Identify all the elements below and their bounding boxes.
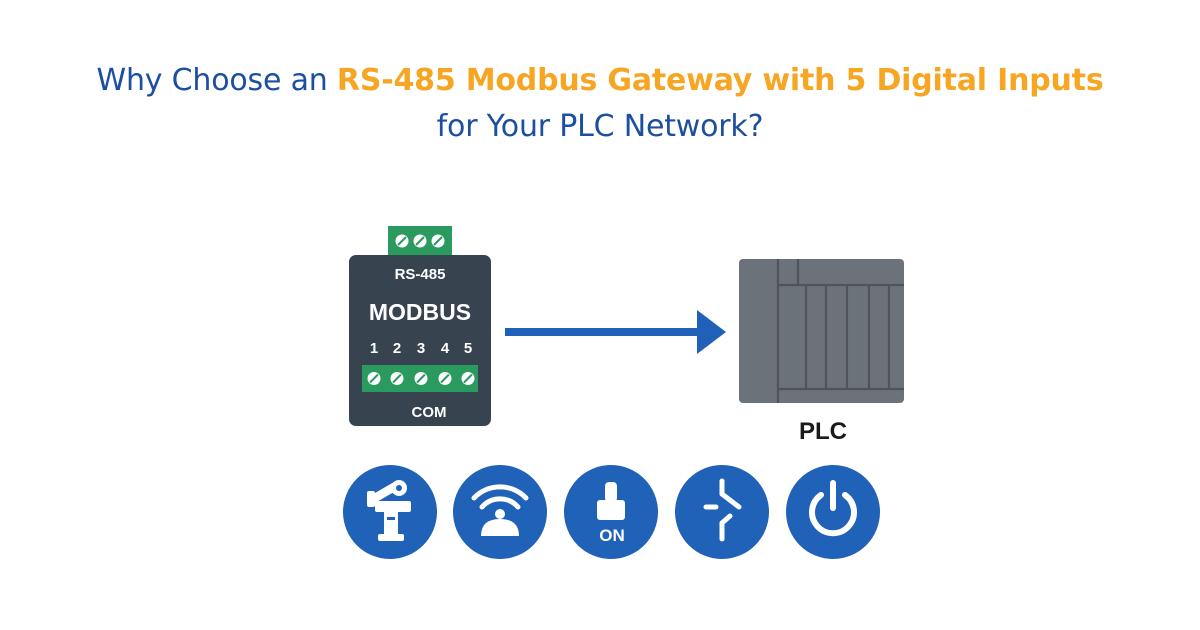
screw-icon bbox=[395, 234, 409, 248]
rs485-label: RS-485 bbox=[395, 266, 446, 283]
arrow-head-icon bbox=[697, 310, 726, 354]
input-device-icons: ON bbox=[343, 465, 880, 559]
input-number: 3 bbox=[417, 340, 425, 357]
power-button-icon bbox=[786, 465, 880, 559]
screw-icon bbox=[461, 372, 475, 385]
input-number: 5 bbox=[464, 340, 472, 357]
input-numbers: 1 2 3 4 5 bbox=[370, 340, 472, 357]
modbus-label: MODBUS bbox=[369, 299, 471, 325]
toggle-switch-on-icon: ON bbox=[564, 465, 658, 559]
signal-arrow bbox=[505, 310, 726, 354]
screw-icon bbox=[413, 234, 427, 248]
title-line-2: for Your PLC Network? bbox=[436, 109, 764, 144]
screw-icon bbox=[438, 372, 452, 385]
title-line-1: Why Choose an RS-485 Modbus Gateway with… bbox=[0, 58, 1200, 104]
plc-body bbox=[739, 259, 904, 403]
modbus-gateway: RS-485 MODBUS 1 2 3 4 5 COM bbox=[349, 226, 491, 426]
page-title: Why Choose an RS-485 Modbus Gateway with… bbox=[0, 58, 1200, 150]
plc-module-lines bbox=[776, 259, 904, 403]
contact-switch-icon bbox=[675, 465, 769, 559]
rs485-terminal-screws bbox=[395, 234, 445, 248]
input-number: 2 bbox=[393, 340, 401, 357]
title-plain-text: Why Choose an bbox=[96, 63, 337, 98]
input-number: 1 bbox=[370, 340, 378, 357]
toggle-on-label: ON bbox=[599, 526, 625, 545]
screw-icon bbox=[431, 234, 445, 248]
plc-unit: PLC bbox=[739, 259, 904, 445]
title-accent-text: RS-485 Modbus Gateway with 5 Digital Inp… bbox=[336, 63, 1104, 98]
com-label: COM bbox=[412, 404, 447, 421]
screw-icon bbox=[367, 372, 381, 385]
plc-label: PLC bbox=[799, 418, 847, 445]
proximity-sensor-icon bbox=[453, 465, 547, 559]
input-terminal-screws bbox=[367, 372, 475, 385]
input-number: 4 bbox=[441, 340, 450, 357]
screw-icon bbox=[414, 372, 428, 385]
limit-switch-icon bbox=[343, 465, 437, 559]
screw-icon bbox=[390, 372, 404, 385]
